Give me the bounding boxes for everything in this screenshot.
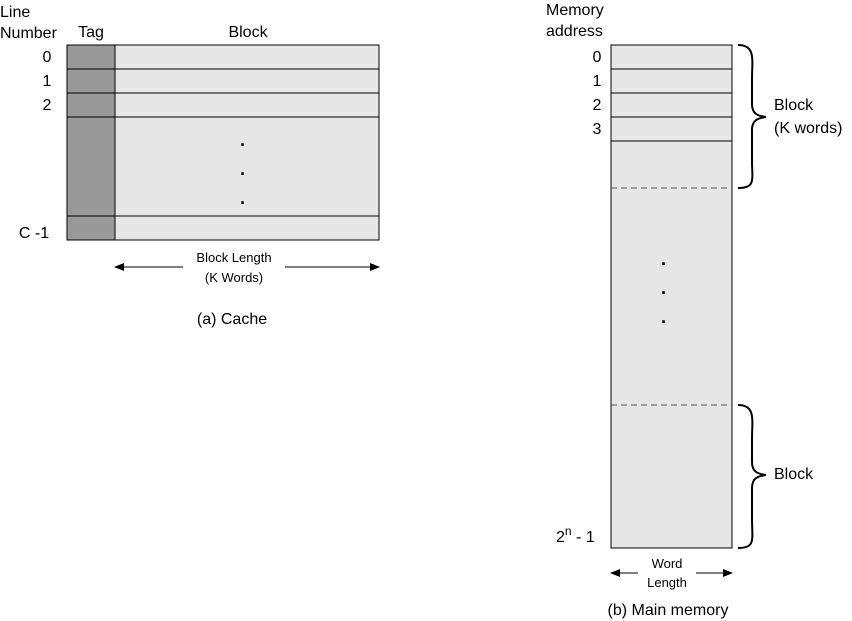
- block-length-label: Block Length: [196, 250, 271, 265]
- memory-last-address-suffix: - 1: [572, 529, 595, 546]
- memory-ellipsis-dot: ·: [661, 254, 667, 274]
- top-block-brace: [737, 44, 767, 189]
- cache-line-label: 0: [43, 49, 52, 66]
- cache-block-column: [114, 44, 380, 241]
- block-header: Block: [228, 24, 268, 41]
- cache-caption: (a) Cache: [197, 311, 267, 328]
- cache-ellipsis-dot: ·: [240, 193, 246, 213]
- memory-address-label: 1: [593, 73, 602, 90]
- cache-ellipsis-dot: ·: [240, 135, 246, 155]
- top-block-label: Block: [774, 97, 814, 114]
- memory-last-address-exponent: n: [565, 524, 572, 538]
- block-length-sublabel: (K Words): [205, 270, 263, 285]
- word-length-label-bg: [638, 553, 696, 591]
- memory-address-label: 2: [593, 97, 602, 114]
- line-number-header-number: Number: [0, 25, 58, 42]
- memory-ellipsis-dot: ·: [661, 283, 667, 303]
- cache-line-label: C -1: [19, 225, 49, 242]
- bottom-block-label: Block: [774, 466, 814, 483]
- memory-address-label: 3: [593, 121, 602, 138]
- memory-last-address-label: 2n - 1: [556, 524, 595, 546]
- memory-address-header-address: address: [546, 23, 603, 40]
- word-length-label: Word: [652, 556, 683, 571]
- cache-diagram: Line Number Tag Block 0 1 2 C -1 · · · B…: [0, 4, 380, 328]
- memory-address-label: 0: [593, 49, 602, 66]
- bottom-block-brace: [737, 404, 767, 549]
- cache-ellipsis-dot: ·: [240, 164, 246, 184]
- memory-address-header-memory: Memory: [546, 2, 604, 19]
- memory-last-address-base: 2: [556, 529, 565, 546]
- top-block-sublabel: (K words): [774, 120, 842, 137]
- cache-line-label: 1: [43, 73, 52, 90]
- main-memory-caption: (b) Main memory: [608, 602, 729, 619]
- line-number-header-line: Line: [0, 4, 30, 21]
- cache-line-label: 2: [43, 97, 52, 114]
- main-memory-diagram: Memory address 0 1 2 3 2n - 1 · · · Bloc…: [546, 2, 842, 619]
- block-length-label-bg: [183, 248, 285, 286]
- main-memory-column: [610, 44, 733, 549]
- word-length-sublabel: Length: [647, 575, 687, 590]
- memory-ellipsis-dot: ·: [661, 312, 667, 332]
- cache-tag-column: [66, 44, 116, 241]
- tag-header: Tag: [78, 24, 104, 41]
